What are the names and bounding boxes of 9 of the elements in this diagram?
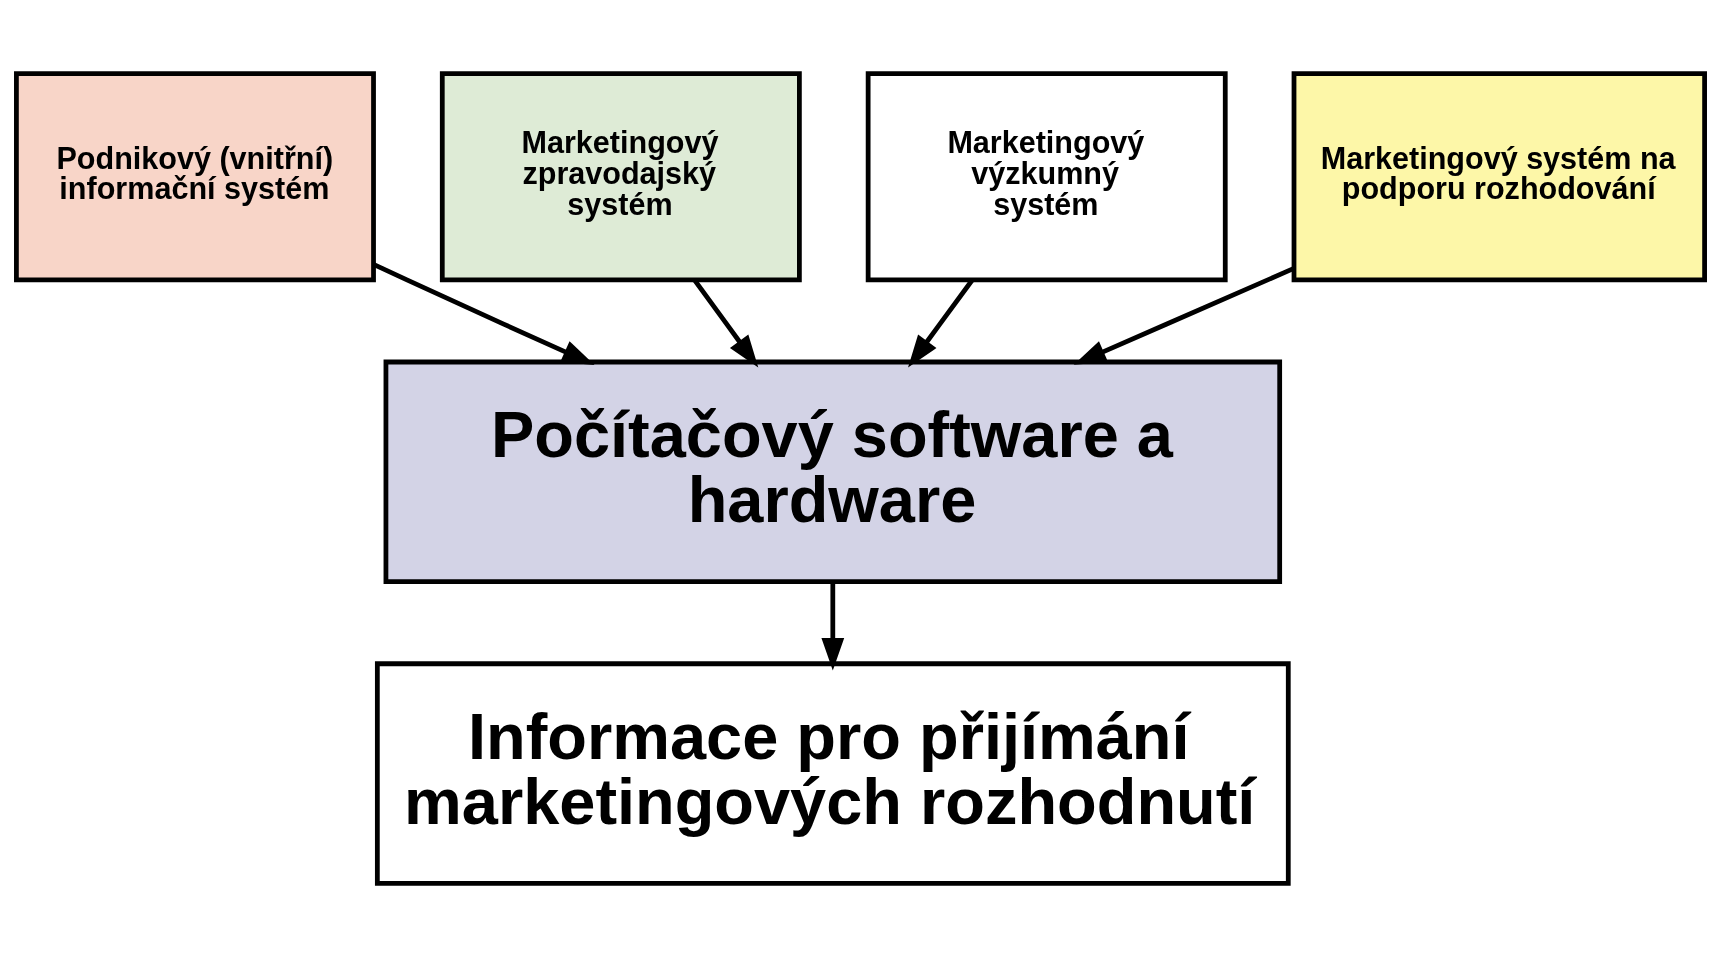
node-box: Marketingový systém na podporu rozhodování [1291,70,1707,282]
node-box: Podnikový (vnitřní) informační systém [14,70,376,282]
arrow [821,581,845,671]
arrow [1073,265,1295,365]
arrow [373,261,595,365]
node-box: Počítačový software a hardware [383,359,1283,584]
node-box: Informace pro přijímání marketingových rozhodnutí [374,660,1291,886]
node-box: Marketingový zpravodajský systém [439,70,802,282]
node-box: Marketingový výzkumný systém [865,70,1228,282]
